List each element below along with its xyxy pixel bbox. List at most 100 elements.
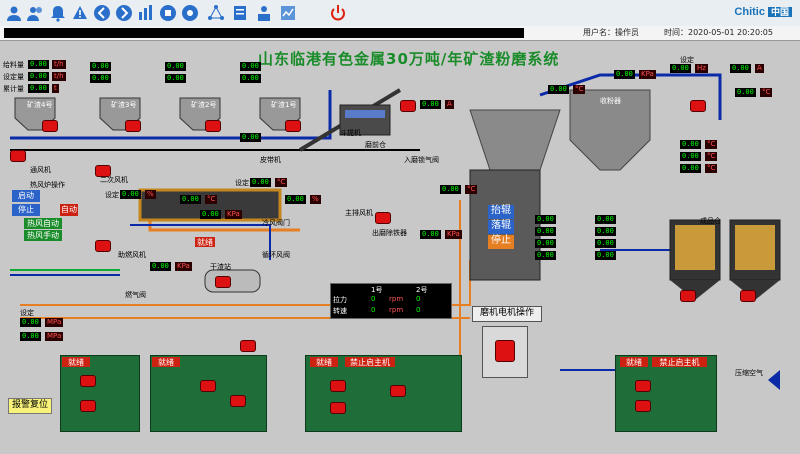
users-icon[interactable] [26,3,46,23]
reducer-pump-a[interactable] [635,380,651,392]
elevator-motor[interactable] [400,100,416,112]
silo-2-set[interactable]: 0.00 [165,74,186,83]
main-fan-set[interactable]: 0.00 [670,64,691,73]
booster-fan-motor[interactable] [95,240,111,252]
alarm-banner [4,28,524,38]
lube-1-pump-b[interactable] [80,400,96,412]
setpoint-value[interactable]: 0.00 [28,72,49,81]
gas-pressure-unit: MPa [45,318,64,327]
silo-1-discharge-motor[interactable] [680,290,696,302]
mill-separator [469,109,561,171]
page-title: 山东临港有色金属30万吨/年矿渣粉磨系统 [258,50,560,68]
secondary-fan-motor[interactable] [95,165,111,177]
silo-2-label: 矿渣2号 [191,101,217,109]
hydraulic-pump-c[interactable] [330,402,346,414]
silo-1-feeder-motor[interactable] [285,120,301,132]
report-icon[interactable] [230,3,250,23]
burner-label: 燃气阀 [125,291,146,299]
auto-button[interactable]: 自动 [60,204,78,216]
lube-2-pump-b[interactable] [230,395,246,407]
silo-1-label: 矿渣1号 [271,101,297,109]
back-icon[interactable] [92,3,112,23]
total-value: 0.00 [28,84,49,93]
mill-table-r2-v1: 0 [371,306,376,314]
start-button[interactable]: 启动 [12,190,40,202]
gas-pressure-set[interactable]: 0.00 [20,318,41,327]
setting-label-1: 设定 [105,191,119,199]
stop-button[interactable]: 停止 [12,204,40,216]
lube-2-ready: 就绪 [152,357,180,367]
silo-2-feeder-motor[interactable] [205,120,221,132]
dryer-label: 干渣站 [210,263,231,271]
bar-chart-icon[interactable] [136,3,156,23]
network-icon[interactable] [206,3,226,23]
lube-1-pump-a[interactable] [80,375,96,387]
hydraulic-pump-b[interactable] [390,385,406,397]
mill-motor-op-button[interactable]: 磨机电机操作 [472,306,542,322]
silo-fill-1 [675,225,715,270]
compressed-air-label: 压缩空气 [735,369,763,377]
lube-panel-2 [150,355,267,432]
reducer-pump-b[interactable] [635,400,651,412]
lift-roller-button[interactable]: 抬辊 [488,205,514,219]
lube-1-ready: 就绪 [62,357,90,367]
silo-2-discharge-motor[interactable] [740,290,756,302]
furnace-set[interactable]: 0.00 [250,178,271,187]
cold-damper-label: 冷风阀门 [262,219,290,227]
conveyor-speed: 0.00 [240,133,261,142]
reducer-ready: 就绪 [620,357,648,367]
halt-roller-button[interactable]: 停止 [488,235,514,249]
hot-stove-label: 热风炉操作 [30,181,65,189]
silo-3-feeder-motor[interactable] [125,120,141,132]
collector-body [569,89,651,171]
collector-pressure-unit: KPa [639,70,656,79]
secondary-fan-set[interactable]: 0.00 [120,190,141,199]
iron-remover-motor[interactable] [375,212,391,224]
mill-motor-body [495,340,515,362]
stop-icon[interactable] [158,3,178,23]
ventilator-motor[interactable] [10,150,26,162]
air-duct [130,224,271,260]
lube-2-pump-a[interactable] [200,380,216,392]
entry-valve-label: 入磨锁气阀 [404,156,439,164]
operator-icon[interactable] [254,3,274,23]
main-exhaust-fan-motor[interactable] [690,100,706,112]
gas-flow-unit: KPa [175,262,192,271]
collector-pressure: 0.00 [614,70,635,79]
fan-manual-button[interactable]: 热风手动 [24,230,62,241]
ventilator-label: 通风机 [30,166,51,174]
main-fan-set-unit: Hz [695,64,708,73]
silo-1-set[interactable]: 0.00 [240,74,261,83]
setting-label-3: 设定 [680,56,694,64]
elevator-current: 0.00 [420,100,441,109]
mill-table-r1-v2: 0 [416,295,421,303]
alarm-reset-button[interactable]: 报警复位 [8,398,52,414]
power-icon[interactable] [328,3,348,23]
lube-2-pump-c[interactable] [240,340,256,352]
bell-icon[interactable] [48,3,68,23]
hydraulic-pump-a[interactable] [330,380,346,392]
drop-roller-button[interactable]: 落辊 [488,220,514,234]
elevator-current-unit: A [445,100,454,109]
furnace-pressure-unit: KPa [225,210,242,219]
forward-icon[interactable] [114,3,134,23]
mill-table-r2-unit: rpm [389,306,404,314]
collector-inlet-temp: 0.00 [548,85,569,94]
dryer-motor[interactable] [215,276,231,288]
furnace-temp-unit: °C [205,195,218,204]
alert-icon[interactable] [70,3,90,23]
silo-4-feeder-motor[interactable] [42,120,58,132]
dust-duct [539,73,722,120]
hydraulic-forbid: 禁止启主机 [345,357,395,367]
settings-icon[interactable] [180,3,200,23]
fan-auto-button[interactable]: 热风自动 [24,218,62,229]
mill-temp-unit: °C [465,185,478,194]
setpoint-label: 设定量 [3,73,24,81]
main-fan-current-unit: A [755,64,764,73]
mill-table-h1: 1号 [371,286,383,294]
gas-flow: 0.00 [150,262,171,271]
setpoint-unit: t/h [52,72,66,81]
silo-3-set[interactable]: 0.00 [90,74,111,83]
user-icon[interactable] [4,3,24,23]
log-icon[interactable] [278,3,298,23]
